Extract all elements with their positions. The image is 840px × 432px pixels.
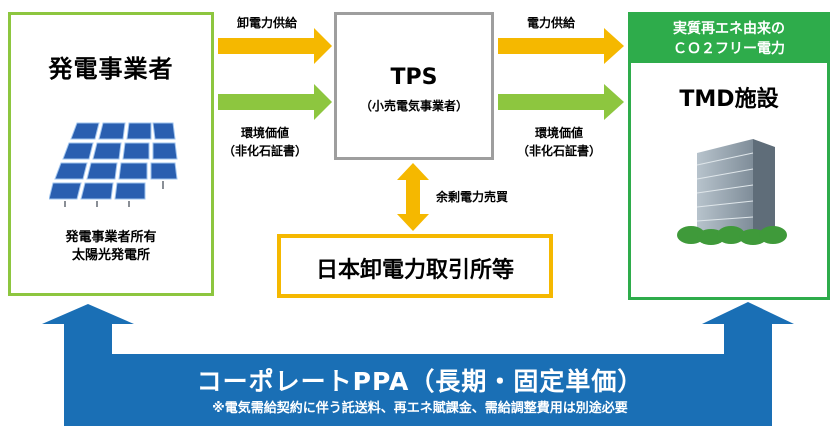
env-value-left-label: 環境価値 （非化石証書） bbox=[206, 124, 324, 160]
wholesale-label: 卸電力供給 bbox=[236, 16, 297, 30]
tmd-header-line2: ＣＯ２フリー電力 bbox=[673, 41, 785, 57]
generator-box: 発電事業者 発電事業者所有 太陽光発電所 bbox=[8, 12, 214, 296]
supply-arrow bbox=[498, 28, 624, 64]
env-value-right-label: 環境価値 （非化石証書） bbox=[500, 124, 618, 160]
env-value-right-line1: 環境価値 bbox=[534, 126, 583, 140]
jepx-title: 日本卸電力取引所等 bbox=[315, 258, 514, 283]
env-value-arrow-right bbox=[498, 84, 624, 120]
generator-note-line1: 発電事業者所有 bbox=[65, 230, 157, 245]
ppa-title: コーポレートPPA（長期・固定単価） bbox=[196, 367, 644, 396]
env-value-right-line2: （非化石証書） bbox=[516, 144, 601, 158]
generator-note-line2: 太陽光発電所 bbox=[71, 248, 150, 263]
tps-box: TPS （小売電気事業者） bbox=[334, 12, 494, 160]
solar-panel-icon bbox=[49, 122, 178, 207]
generator-note: 発電事業者所有 太陽光発電所 bbox=[11, 229, 211, 265]
generator-title: 発電事業者 bbox=[48, 55, 174, 83]
ppa-note: ※電気需給契約に伴う託送料、再エネ賦課金、需給調整費用は別途必要 bbox=[212, 401, 628, 416]
tmd-box: 実質再エネ由来の ＣＯ２フリー電力 TMD施設 bbox=[628, 12, 830, 300]
building-icon bbox=[677, 139, 787, 245]
env-value-arrow-left bbox=[218, 84, 332, 120]
ppa-arrow bbox=[42, 302, 794, 426]
tmd-title: TMD施設 bbox=[679, 87, 779, 112]
env-value-left-line1: 環境価値 bbox=[240, 126, 289, 140]
surplus-trade-arrow bbox=[397, 163, 429, 231]
supply-label: 電力供給 bbox=[526, 16, 575, 30]
wholesale-arrow bbox=[218, 28, 332, 64]
tmd-header: 実質再エネ由来の ＣＯ２フリー電力 bbox=[631, 15, 827, 63]
tmd-header-line1: 実質再エネ由来の bbox=[673, 21, 785, 37]
tps-subtitle: （小売電気事業者） bbox=[359, 99, 468, 113]
tps-title: TPS bbox=[390, 65, 438, 90]
env-value-left-line2: （非化石証書） bbox=[222, 144, 307, 158]
jepx-box: 日本卸電力取引所等 bbox=[277, 234, 553, 298]
surplus-label: 余剰電力売買 bbox=[436, 190, 509, 204]
